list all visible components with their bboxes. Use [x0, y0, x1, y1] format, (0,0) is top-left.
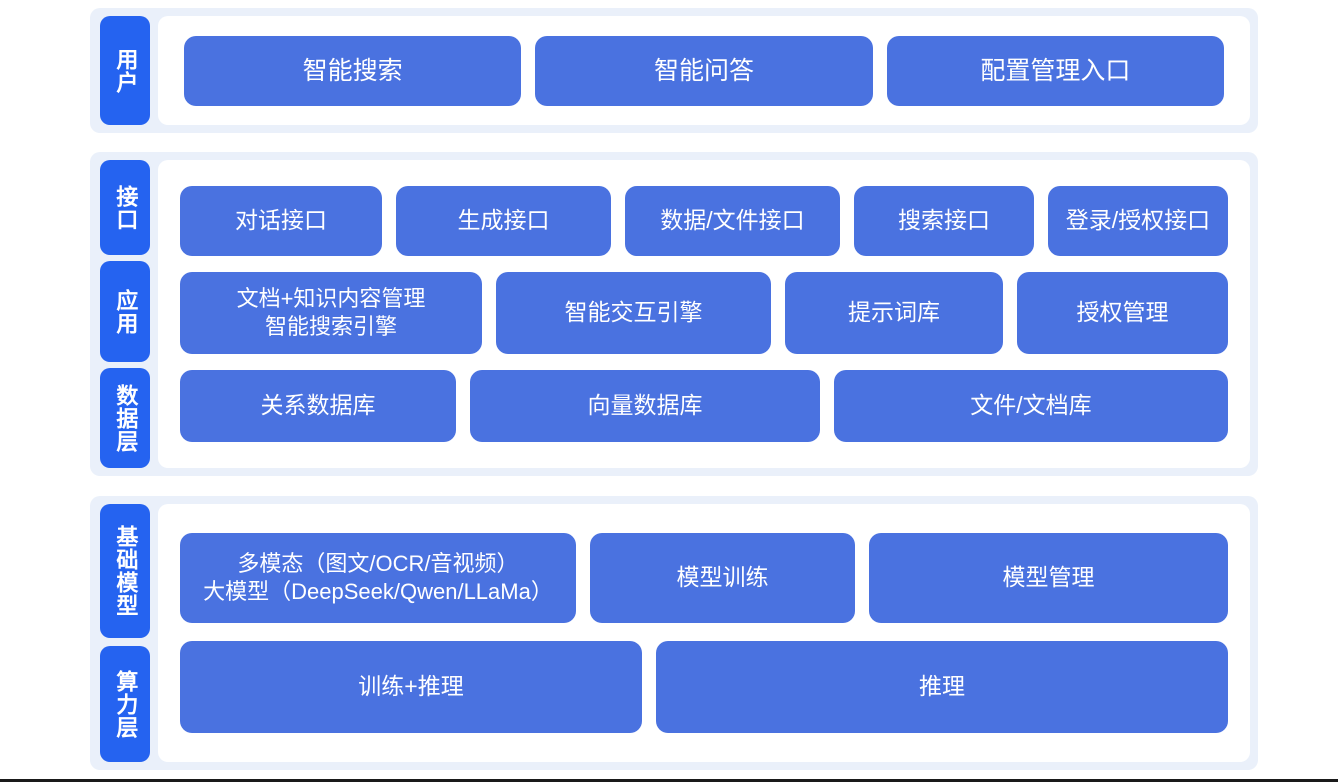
band-middle: 接口 应用 数据层 对话接口 生成接口 数据/文件接口 搜索接口 登录/授权接口…	[90, 152, 1258, 476]
chip-dialog-api[interactable]: 对话接口	[180, 186, 382, 256]
chip-model-management[interactable]: 模型管理	[869, 533, 1228, 623]
label-column-users: 用户	[100, 16, 150, 125]
card-middle: 对话接口 生成接口 数据/文件接口 搜索接口 登录/授权接口 文档+知识内容管理…	[158, 160, 1250, 468]
row-application: 文档+知识内容管理 智能搜索引擎 智能交互引擎 提示词库 授权管理	[180, 272, 1228, 354]
side-label-users: 用户	[100, 16, 150, 125]
label-column-middle: 接口 应用 数据层	[100, 160, 150, 468]
row-user-entry: 智能搜索 智能问答 配置管理入口	[184, 35, 1224, 106]
side-label-foundation-model: 基础模型	[100, 504, 150, 638]
row-foundation-model: 多模态（图文/OCR/音视频） 大模型（DeepSeek/Qwen/LLaMa）…	[180, 533, 1228, 623]
chip-inference[interactable]: 推理	[656, 641, 1228, 733]
chip-login-auth-api[interactable]: 登录/授权接口	[1048, 186, 1228, 256]
side-label-interface: 接口	[100, 160, 150, 255]
chip-model-training[interactable]: 模型训练	[590, 533, 855, 623]
side-label-compute-layer: 算力层	[100, 646, 150, 762]
chip-config-management-entry[interactable]: 配置管理入口	[886, 35, 1224, 106]
side-label-data-layer: 数据层	[100, 368, 150, 468]
chip-search-api[interactable]: 搜索接口	[854, 186, 1034, 256]
chip-file-document-store[interactable]: 文件/文档库	[834, 370, 1228, 442]
row-interface: 对话接口 生成接口 数据/文件接口 搜索接口 登录/授权接口	[180, 186, 1228, 256]
chip-relational-database[interactable]: 关系数据库	[180, 370, 456, 442]
chip-smart-interaction-engine[interactable]: 智能交互引擎	[496, 272, 771, 354]
card-infrastructure: 多模态（图文/OCR/音视频） 大模型（DeepSeek/Qwen/LLaMa）…	[158, 504, 1250, 762]
chip-generation-api[interactable]: 生成接口	[396, 186, 611, 256]
band-users: 用户 智能搜索 智能问答 配置管理入口	[90, 8, 1258, 133]
chip-training-and-inference[interactable]: 训练+推理	[180, 641, 642, 733]
chip-data-file-api[interactable]: 数据/文件接口	[625, 186, 840, 256]
card-users: 智能搜索 智能问答 配置管理入口	[158, 16, 1250, 125]
chip-doc-knowledge-content-management[interactable]: 文档+知识内容管理 智能搜索引擎	[180, 272, 482, 354]
row-compute-layer: 训练+推理 推理	[180, 641, 1228, 733]
chip-vector-database[interactable]: 向量数据库	[470, 370, 820, 442]
chip-prompt-library[interactable]: 提示词库	[785, 272, 1003, 354]
band-infrastructure: 基础模型 算力层 多模态（图文/OCR/音视频） 大模型（DeepSeek/Qw…	[90, 496, 1258, 770]
chip-smart-search[interactable]: 智能搜索	[184, 35, 522, 106]
chip-multimodal-large-model[interactable]: 多模态（图文/OCR/音视频） 大模型（DeepSeek/Qwen/LLaMa）	[180, 533, 576, 623]
bottom-divider	[0, 779, 1338, 782]
side-label-application: 应用	[100, 261, 150, 362]
chip-authorization-management[interactable]: 授权管理	[1017, 272, 1228, 354]
row-data-layer: 关系数据库 向量数据库 文件/文档库	[180, 370, 1228, 442]
chip-smart-qa[interactable]: 智能问答	[535, 35, 873, 106]
label-column-infrastructure: 基础模型 算力层	[100, 504, 150, 762]
